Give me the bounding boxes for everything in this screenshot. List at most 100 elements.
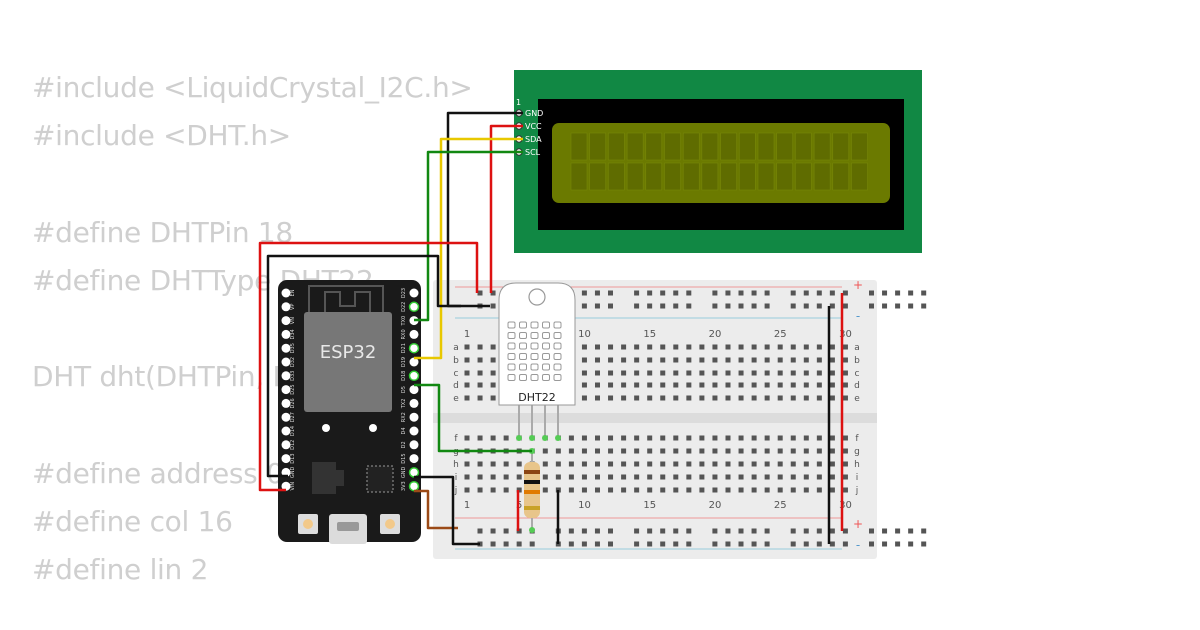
esp32-pin[interactable]: [281, 440, 291, 450]
breadboard-hole: [816, 448, 822, 454]
rail-hole: [673, 541, 679, 547]
esp32-pin[interactable]: [281, 288, 291, 298]
breadboard-hole: [581, 474, 587, 480]
esp32-pin[interactable]: [409, 357, 419, 367]
breadboard-hole: [686, 370, 692, 376]
wire-lcd-sda[interactable]: [414, 137, 523, 360]
esp32-pin[interactable]: [281, 481, 291, 491]
esp32-pin[interactable]: [281, 371, 291, 381]
breadboard-hole: [764, 448, 770, 454]
esp32-pin[interactable]: [408, 467, 420, 478]
rail-hole: [842, 541, 848, 547]
esp32-pin[interactable]: [409, 329, 419, 339]
breadboard-hole: [751, 344, 757, 350]
esp32-pin[interactable]: [408, 480, 420, 492]
esp32-board[interactable]: ESP32 ENVPVND34D35D32D33D25D26D27D14D12D…: [278, 280, 421, 544]
breadboard-hole: [621, 395, 627, 401]
breadboard-hole: [712, 487, 718, 493]
esp32-pin[interactable]: [408, 370, 420, 382]
breadboard-hole: [790, 474, 796, 480]
wire-esp-vin[interactable]: [258, 241, 479, 492]
rail-hole: [803, 528, 809, 534]
esp32-pin[interactable]: [409, 385, 419, 395]
breadboard-hole: [490, 370, 496, 376]
breadboard-hole: [816, 357, 822, 363]
esp32-pin[interactable]: [281, 412, 291, 422]
breadboard-hole: [595, 461, 600, 467]
breadboard-hole: [725, 382, 731, 388]
breadboard-hole: [829, 474, 835, 480]
lcd-cell: [626, 132, 644, 161]
breadboard-hole: [647, 435, 653, 441]
esp32-pin[interactable]: [408, 301, 420, 313]
breadboard-hole: [725, 448, 731, 454]
rail-hole: [869, 290, 874, 296]
dht-vent: [553, 363, 562, 371]
column-number: 30: [839, 500, 852, 511]
row-letter: f: [855, 434, 859, 444]
esp32-pin[interactable]: [281, 316, 291, 326]
breadboard-hole: [595, 370, 600, 376]
breadboard-hole: [751, 448, 757, 454]
breadboard-hole: [790, 448, 796, 454]
esp32-pin[interactable]: [281, 467, 291, 477]
breadboard-hole: [568, 461, 574, 467]
esp32-pin[interactable]: [281, 343, 291, 353]
rail-hole: [608, 528, 613, 534]
dht-vent: [530, 374, 539, 381]
esp32-pin[interactable]: [281, 398, 291, 408]
wire-dht-data[interactable]: [414, 383, 532, 453]
esp32-pin[interactable]: [409, 398, 419, 408]
dht-vent: [553, 332, 562, 339]
breadboard-hole: [464, 344, 470, 350]
lcd-pin-label: VCC: [525, 122, 542, 131]
esp32-pin[interactable]: [281, 302, 291, 312]
row-letter: i: [856, 473, 859, 483]
breadboard-hole: [608, 382, 614, 388]
resistor-band: [524, 490, 540, 494]
esp32-pin[interactable]: [281, 357, 291, 367]
wire-lcd-gnd[interactable]: [446, 111, 523, 308]
breadboard-hole: [503, 435, 509, 441]
breadboard-hole: [790, 487, 796, 493]
breadboard-hole: [686, 344, 692, 350]
esp32-pin-label: D22: [401, 302, 407, 312]
wire-esp-gnd[interactable]: [266, 254, 461, 478]
lcd-cell: [720, 132, 737, 161]
esp32-pin[interactable]: [281, 329, 291, 339]
breadboard-hole: [829, 370, 835, 376]
esp32-pin-label: D2: [401, 441, 407, 448]
esp32-pin[interactable]: [409, 412, 419, 422]
rail-hole: [686, 541, 692, 547]
esp32-pin[interactable]: [409, 440, 419, 450]
breadboard-hole: [581, 461, 587, 467]
wire-esp-gnd2[interactable]: [414, 475, 480, 546]
esp32-pin[interactable]: [409, 426, 419, 436]
esp32-pin[interactable]: [409, 454, 419, 464]
bottom-minus-sign: -: [856, 538, 860, 552]
dht-vent: [519, 342, 527, 350]
esp32-pin[interactable]: [409, 288, 419, 298]
esp32-pin[interactable]: [281, 385, 291, 395]
esp32-pin[interactable]: [281, 454, 291, 464]
pullup-resistor[interactable]: [524, 448, 540, 533]
esp32-pin-label: D5: [401, 386, 407, 393]
wire-lcd-scl[interactable]: [414, 150, 523, 322]
breadboard-hole: [829, 448, 835, 454]
esp32-pin[interactable]: [408, 342, 420, 354]
rail-hole: [516, 541, 522, 547]
breadboard-hole: [634, 370, 640, 376]
rail-hole: [634, 528, 640, 534]
breadboard-hole: [738, 448, 744, 454]
dht22-sensor[interactable]: DHT22: [498, 282, 576, 441]
breadboard-hole: [699, 382, 705, 388]
wire-lcd-vcc[interactable]: [489, 124, 523, 293]
breadboard-hole: [842, 487, 848, 493]
breadboard-hole: [777, 382, 783, 388]
wire-esp-3v3[interactable]: [414, 489, 458, 530]
rail-hole: [816, 290, 822, 296]
esp32-pin[interactable]: [281, 426, 291, 436]
rail-hole: [829, 528, 835, 534]
breadboard-hole: [503, 487, 509, 493]
